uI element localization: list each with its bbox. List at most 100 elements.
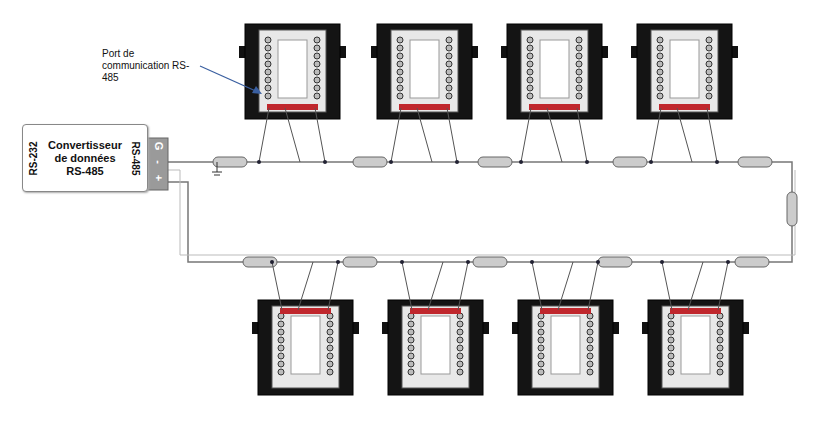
device-part [527, 77, 533, 83]
device-part [410, 40, 439, 98]
device-part [402, 306, 469, 388]
device-part [576, 53, 582, 59]
device-part [388, 300, 483, 395]
drop-wire [662, 262, 728, 310]
device-part [314, 93, 320, 99]
device-part [265, 85, 271, 91]
device-part [538, 345, 544, 351]
drop-wire [391, 108, 457, 162]
device-part [538, 337, 544, 343]
device-part [446, 53, 452, 59]
device-part [527, 53, 533, 59]
drop-wire [521, 108, 587, 162]
rs485-device [642, 260, 749, 395]
device-part [314, 37, 320, 43]
device-part [576, 69, 582, 75]
wire-junction [715, 160, 719, 164]
device-part [540, 308, 591, 314]
terminal-block [146, 138, 168, 190]
device-part [706, 61, 712, 67]
drop-wire [402, 262, 468, 310]
cable-ferrule [738, 157, 772, 167]
cable-ferrules [213, 157, 797, 267]
device-part [259, 30, 326, 112]
device-part [278, 361, 284, 367]
device-part [446, 37, 452, 43]
device-part [527, 85, 533, 91]
rs485-device [512, 260, 619, 395]
bus-cable-shield [168, 170, 795, 255]
wire-junction [519, 160, 523, 164]
device-part [265, 53, 271, 59]
device-part [265, 61, 271, 67]
device-part [397, 61, 403, 67]
device-part [662, 306, 729, 388]
device-part [657, 53, 663, 59]
cable-ferrule [787, 192, 797, 226]
device-part [397, 53, 403, 59]
wire-junction [596, 260, 600, 264]
device-part [587, 353, 593, 359]
port-label: RS-232 [29, 141, 40, 175]
device-part [659, 104, 710, 110]
device-part [408, 353, 414, 359]
callout-label: Port de communication RS-485 [102, 48, 202, 84]
device-part [527, 37, 533, 43]
cable-ferrule [613, 157, 647, 167]
device-part [706, 37, 712, 43]
device-part [291, 316, 320, 374]
device-part [717, 321, 723, 327]
device-part [446, 85, 452, 91]
device-part [457, 369, 463, 375]
terminal-label: - [153, 160, 165, 164]
device-part [457, 337, 463, 343]
device-part [587, 361, 593, 367]
device-part [314, 53, 320, 59]
wire-junction [466, 260, 470, 264]
cable-ferrule [478, 157, 512, 167]
device-part [637, 24, 732, 119]
device-part [681, 316, 710, 374]
cable-ferrule [735, 257, 769, 267]
device-part [397, 93, 403, 99]
wire-junction [726, 260, 730, 264]
device-part [408, 361, 414, 367]
device-part [278, 353, 284, 359]
cable-ferrule [243, 257, 277, 267]
device-part [408, 337, 414, 343]
device-part [397, 45, 403, 51]
device-part [327, 353, 333, 359]
device-part [668, 329, 674, 335]
device-part [265, 69, 271, 75]
device-part [397, 85, 403, 91]
terminal-label: + [153, 175, 165, 181]
device-part [278, 337, 284, 343]
device-part [446, 45, 452, 51]
device-part [521, 30, 588, 112]
device-part [717, 345, 723, 351]
drop-wire [259, 108, 325, 162]
wire-junction [270, 260, 274, 264]
device-part [245, 24, 340, 119]
wire-junction [585, 160, 589, 164]
device-part [706, 45, 712, 51]
device-part [265, 37, 271, 43]
device-part [657, 61, 663, 67]
cable-ferrule [213, 157, 247, 167]
device-part [668, 361, 674, 367]
cable-ferrule [598, 257, 632, 267]
device-part [265, 93, 271, 99]
device-part [327, 369, 333, 375]
device-part [576, 61, 582, 67]
device-part [657, 77, 663, 83]
rs485-device [371, 24, 478, 164]
device-part [518, 300, 613, 395]
converter-title: Convertisseur de données RS-485 [45, 139, 125, 178]
device-part [314, 45, 320, 51]
rs485-device [382, 260, 489, 395]
device-part [706, 93, 712, 99]
device-part [314, 69, 320, 75]
device-part [327, 321, 333, 327]
rs485-device [239, 24, 346, 164]
device-part [527, 93, 533, 99]
